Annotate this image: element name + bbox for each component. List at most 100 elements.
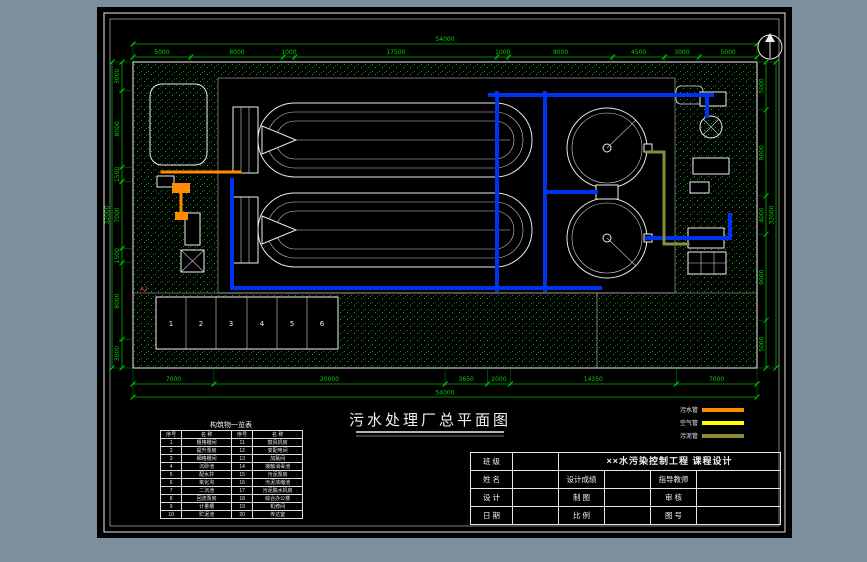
title-block: 班 级 ××水污染控制工程 课程设计 姓 名 设计成绩 指导教师 设 计 制 图… xyxy=(470,452,782,525)
table-cell: 16 xyxy=(230,478,254,487)
table-cell: 11 xyxy=(230,438,254,447)
title-block-label: 班 级 xyxy=(470,452,513,471)
dim-label: 8000 xyxy=(114,293,121,308)
north-arrow-icon xyxy=(757,33,783,60)
title-block-value xyxy=(604,470,651,489)
cell-number: 4 xyxy=(260,320,265,328)
dim-label: 32000 xyxy=(104,205,111,224)
dim-label: 3000 xyxy=(114,68,121,83)
table-cell: 5 xyxy=(159,470,183,479)
table-cell: 18 xyxy=(230,494,254,503)
distribution-box xyxy=(595,184,619,200)
cell-number: 5 xyxy=(290,320,294,328)
table-cell: 提升泵房 xyxy=(181,446,232,455)
table-cell: 二沉池 xyxy=(181,486,232,495)
dim-label: 14350 xyxy=(584,376,603,383)
dim-label: 2000 xyxy=(491,376,506,383)
table-cell: 计量槽 xyxy=(181,502,232,511)
dim-label: 4000 xyxy=(759,207,766,222)
flow-meter xyxy=(699,115,723,139)
dim-label: 17500 xyxy=(386,49,405,56)
table-cell: 接触消毒池 xyxy=(252,462,303,471)
parking-cells: 1 2 3 4 5 6 xyxy=(155,296,339,350)
title-block-value xyxy=(695,506,782,525)
main-title: 污水处理厂总平面图 xyxy=(349,411,511,437)
legend-label: 污水管 xyxy=(680,406,698,414)
dim-label: 9000 xyxy=(759,269,766,284)
table-cell: 12 xyxy=(230,446,254,455)
buildings-left xyxy=(156,175,205,273)
title-block-value xyxy=(512,506,559,525)
dim-label: 7000 xyxy=(166,376,181,383)
red-annotation: A2 xyxy=(140,286,148,293)
table-cell: 氧化沟 xyxy=(181,478,232,487)
raw-sewage-inlet-pipe xyxy=(160,170,242,220)
dim-label: 54000 xyxy=(435,390,454,397)
dimensions-bottom: 7000 20000 3650 2000 14350 7000 54000 xyxy=(130,368,760,400)
title-block-value xyxy=(695,488,782,507)
table-cell: 6 xyxy=(159,478,183,487)
table-cell: 贮泥池 xyxy=(181,510,232,519)
dim-label: 1000 xyxy=(495,49,510,56)
dim-label: 3650 xyxy=(459,376,474,383)
title-block-label: 制 图 xyxy=(558,488,605,507)
dim-label: 20000 xyxy=(320,376,339,383)
table-cell: 综合办公楼 xyxy=(252,494,303,503)
table-cell: 沉砂池 xyxy=(181,462,232,471)
title-block-label: 设计成绩 xyxy=(558,470,605,489)
oxidation-ditch-2 xyxy=(232,192,533,268)
dim-label: 5000 xyxy=(720,49,735,56)
title-block-label: 姓 名 xyxy=(470,470,513,489)
table-cell: 13 xyxy=(230,454,254,463)
title-block-value xyxy=(604,506,651,525)
table-cell: 14 xyxy=(230,462,254,471)
table-cell: 回流泵房 xyxy=(181,494,232,503)
dim-label: 1500 xyxy=(114,167,121,182)
page-title: 污水处理厂总平面图 xyxy=(349,411,511,429)
table-cell: 传达室 xyxy=(252,510,303,519)
table-cell: 3 xyxy=(159,454,183,463)
green-island xyxy=(149,83,208,166)
table-cell: 1 xyxy=(159,438,183,447)
cell-number: 1 xyxy=(169,320,173,328)
dimensions-left: 3000 8000 1500 7000 1500 8000 3000 32000 xyxy=(104,59,133,371)
dim-label: 1000 xyxy=(281,49,296,56)
dim-label: 7000 xyxy=(709,376,724,383)
title-block-label: 日 期 xyxy=(470,506,513,525)
title-block-value xyxy=(695,470,782,489)
table-cell: 机修间 xyxy=(252,502,303,511)
inlet-funnel xyxy=(261,125,298,155)
table-cell: 变配电间 xyxy=(252,446,303,455)
legend-label: 污泥管 xyxy=(680,432,698,440)
cell-number: 2 xyxy=(199,320,203,328)
table-cell: 2 xyxy=(159,446,183,455)
table-cell: 配水井 xyxy=(181,470,232,479)
dim-label: 3000 xyxy=(674,49,689,56)
sewage-pipe-network xyxy=(230,91,732,292)
title-block-label: 审 核 xyxy=(650,488,697,507)
dim-label: 7000 xyxy=(114,207,121,222)
title-block-label: 比 例 xyxy=(558,506,605,525)
dim-label: 9000 xyxy=(553,49,568,56)
dim-label: 9000 xyxy=(759,145,766,160)
dim-label: 8000 xyxy=(229,49,244,56)
table-cell: 10 xyxy=(159,510,183,519)
table-cell: 污泥脱水机房 xyxy=(252,486,303,495)
dim-label: 8000 xyxy=(114,121,121,136)
sludge-pipe xyxy=(645,150,690,246)
title-block-label: 设 计 xyxy=(470,488,513,507)
drawing-frame xyxy=(103,12,786,533)
title-block-label: 指导教师 xyxy=(650,470,697,489)
inlet-funnel xyxy=(261,215,298,245)
table-cell: 污泥浓缩池 xyxy=(252,478,303,487)
dim-label: 5000 xyxy=(759,336,766,351)
table-header-cell: 序号 xyxy=(230,430,254,439)
dim-label: 32000 xyxy=(769,205,776,224)
table-cell: 4 xyxy=(159,462,183,471)
dim-label: 3000 xyxy=(114,346,121,361)
dim-label: 54000 xyxy=(435,36,454,43)
table-cell: 鼓风机房 xyxy=(252,438,303,447)
